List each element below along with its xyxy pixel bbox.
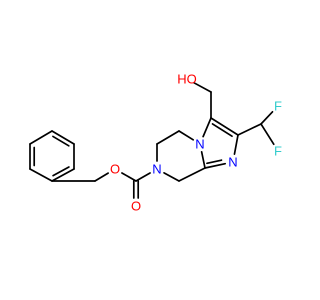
- atom-label-n4: N: [195, 137, 204, 152]
- atom-label-o-ester: O: [110, 162, 120, 177]
- bond-c3-c2: [210, 117, 239, 136]
- bond-ph6-ph1: [29, 168, 53, 182]
- bond-n1-c8a: [204, 162, 227, 169]
- bond-n4-c3: [202, 117, 212, 138]
- bond-o_ester-c_carbonyl: [121, 172, 137, 182]
- atom-label-f1: F: [274, 99, 282, 114]
- atom-label-n7: N: [152, 162, 161, 177]
- bond-c_carbonyl-n7: [135, 172, 151, 182]
- bond-ph3-ph4-inner: [52, 135, 70, 147]
- bond-c2-n1: [233, 134, 239, 155]
- atom-label-f2: F: [274, 144, 282, 159]
- bond-c8a-n4: [200, 150, 206, 169]
- atom-label-o-carbonyl: O: [131, 199, 141, 214]
- bond-c8a-c8: [178, 167, 206, 182]
- bond-chf2-f2: [260, 123, 275, 146]
- bond-chf2-f1: [260, 110, 274, 125]
- atom-label-o-hydroxyl: HO: [177, 72, 197, 87]
- bond-ch2_hydroxymethyl-o_hydroxyl: [193, 81, 212, 93]
- bond-c2-chf2: [237, 123, 262, 136]
- bond-c3-c2-inner: [211, 123, 233, 138]
- bond-ph5-ph6: [51, 168, 75, 182]
- bond-c6-c5: [156, 130, 180, 145]
- bond-ch2_benzyl-o_ester: [94, 172, 109, 182]
- atom-label-n1: N: [228, 155, 237, 170]
- bond-ph5-ph6-inner: [52, 166, 70, 177]
- bond-n1-c8a-inner: [206, 159, 223, 165]
- bond-ph3-ph4: [51, 130, 75, 145]
- bond-c8-n7: [163, 171, 180, 182]
- bond-c5-n4: [178, 130, 195, 141]
- atom-labels-layer: O O N N N HO F F: [110, 72, 282, 214]
- bonds-layer: [29, 81, 275, 199]
- bond-ph2-ph3: [29, 130, 53, 145]
- molecule-structure-diagram: O O N N N HO F F: [29, 71, 283, 214]
